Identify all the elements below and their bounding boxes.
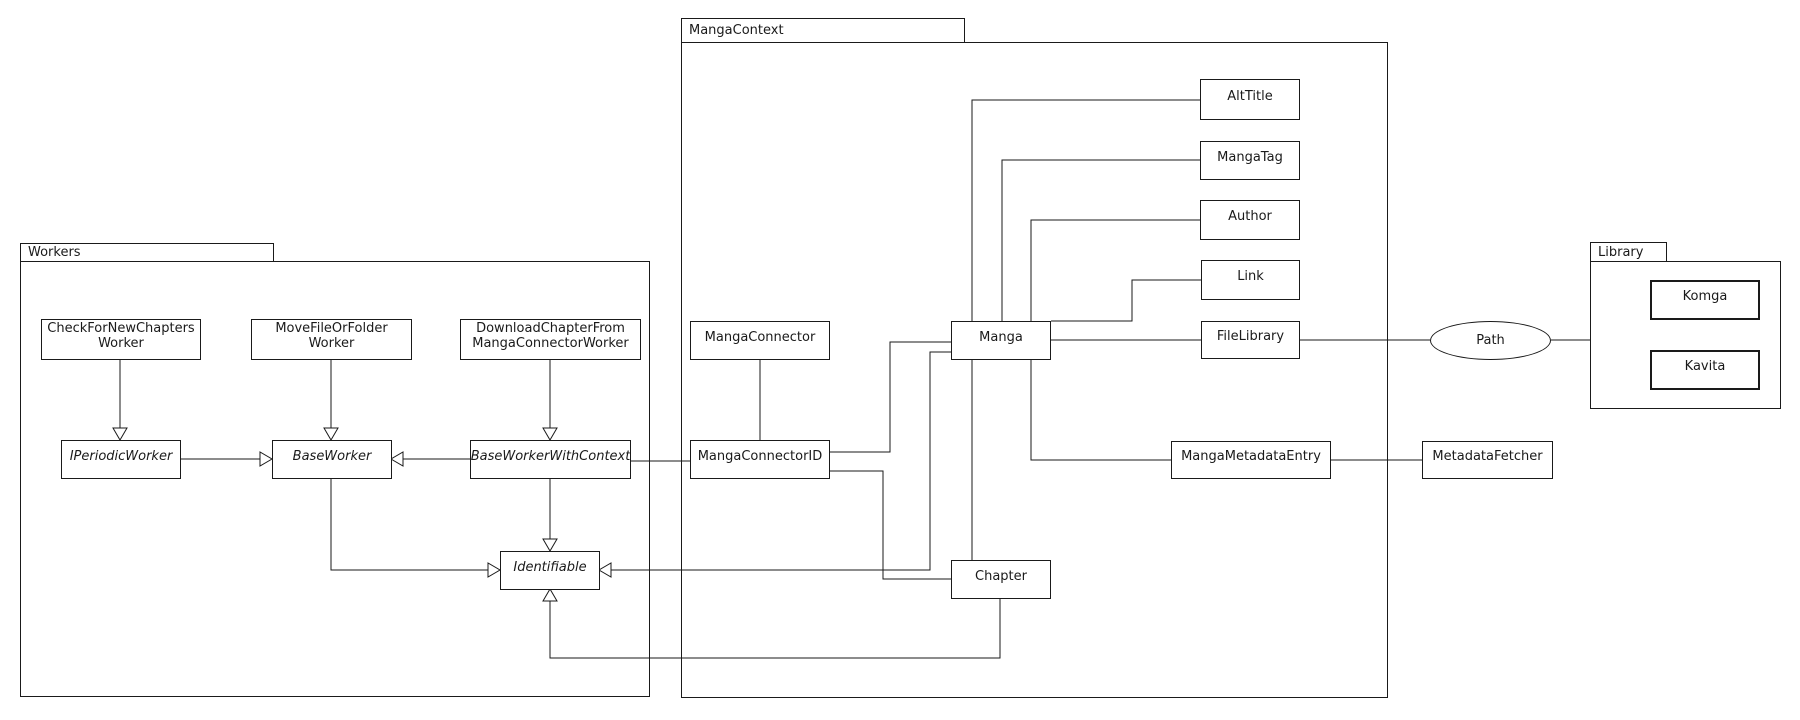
node-label: Path [1476, 333, 1505, 348]
class-mangaconnectorid: MangaConnectorID [690, 440, 830, 479]
arrowhead-into-identifiable-right [598, 562, 612, 578]
arrowhead-into-baseworker-left [259, 451, 273, 467]
node-path-ellipse: Path [1430, 321, 1551, 360]
arrowhead-into-baseworker-right [390, 451, 404, 467]
class-label: IPeriodicWorker [69, 448, 173, 464]
arrowhead-into-baseworkerwithcontext [542, 427, 558, 441]
class-label: MetadataFetcher [1432, 449, 1543, 464]
class-label: Kavita [1684, 359, 1726, 374]
class-label: Link [1237, 269, 1264, 284]
class-movefileorfolderworker: MoveFileOrFolder Worker [251, 319, 412, 360]
package-tab-library: Library [1590, 242, 1667, 262]
class-label: BaseWorkerWithContext [470, 448, 631, 464]
arrowhead-into-baseworker-top [323, 427, 339, 441]
class-label-line: CheckForNewChapters [47, 321, 195, 336]
package-body-library [1590, 261, 1781, 409]
edge-manga-author [1030, 219, 1200, 321]
class-mangaconnector: MangaConnector [690, 321, 830, 360]
edge-manga-mangametadataentry [1030, 360, 1171, 461]
class-checkfornewchaptersworker: CheckForNewChapters Worker [41, 319, 201, 360]
class-label: FileLibrary [1216, 329, 1285, 344]
class-alttitle: AltTitle [1200, 79, 1300, 120]
class-metadatafetcher: MetadataFetcher [1422, 441, 1553, 479]
class-label-line: DownloadChapterFrom [476, 321, 625, 336]
class-label-line: Worker [308, 336, 355, 351]
class-label: MangaTag [1217, 149, 1283, 165]
class-label: MangaConnectorID [697, 448, 823, 464]
arrowhead-into-identifiable-left [487, 562, 501, 578]
class-label: BaseWorker [292, 448, 372, 464]
edge-baseworker-identifiable [330, 479, 488, 571]
arrowhead-into-identifiable-top [542, 538, 558, 552]
class-label-line: MangaConnectorWorker [472, 336, 629, 351]
class-label-line: MoveFileOrFolder [275, 321, 388, 336]
edge-manga-alttitle [971, 99, 1200, 321]
edge-manga-link [1051, 279, 1201, 322]
class-label: Komga [1682, 289, 1728, 304]
class-label: Chapter [975, 568, 1027, 584]
class-downloadchapterfrommangaconnectorworker: DownloadChapterFrom MangaConnectorWorker [460, 319, 641, 360]
class-author: Author [1200, 200, 1300, 240]
edge-manga-mangatag [1001, 159, 1200, 321]
package-label-library: Library [1598, 244, 1644, 260]
arrowhead-into-identifiable-bottom [542, 588, 558, 602]
edge-mangaconnectorid-chapter [830, 470, 951, 580]
class-baseworker: BaseWorker [272, 440, 392, 479]
class-label: Identifiable [513, 559, 587, 575]
edge-mangaconnectorid-manga [830, 341, 951, 453]
class-identifiable: Identifiable [500, 551, 600, 590]
arrowhead-into-iperiodicworker [112, 427, 128, 441]
class-manga: Manga [951, 321, 1051, 360]
class-mangatag: MangaTag [1200, 141, 1300, 180]
class-label: Manga [979, 329, 1023, 345]
package-label-workers: Workers [28, 245, 81, 260]
class-mangametadataentry: MangaMetadataEntry [1171, 441, 1331, 479]
class-label: Author [1228, 209, 1272, 224]
class-komga: Komga [1650, 280, 1760, 320]
class-label: MangaConnector [704, 329, 816, 345]
package-label-mangacontext: MangaContext [689, 23, 784, 38]
class-kavita: Kavita [1650, 350, 1760, 390]
class-label-line: Worker [98, 336, 144, 351]
class-iperiodicworker: IPeriodicWorker [61, 440, 181, 479]
class-label: AltTitle [1227, 88, 1273, 104]
class-chapter: Chapter [951, 560, 1051, 599]
class-label: MangaMetadataEntry [1181, 449, 1321, 464]
class-filelibrary: FileLibrary [1201, 321, 1300, 359]
package-body-mangacontext [681, 42, 1388, 698]
edge-chapter-identifiable [549, 599, 1001, 659]
class-baseworkerwithcontext: BaseWorkerWithContext [470, 440, 631, 479]
class-link: Link [1201, 260, 1300, 300]
package-body-workers [20, 261, 650, 697]
edge-manga-identifiable [611, 351, 951, 571]
